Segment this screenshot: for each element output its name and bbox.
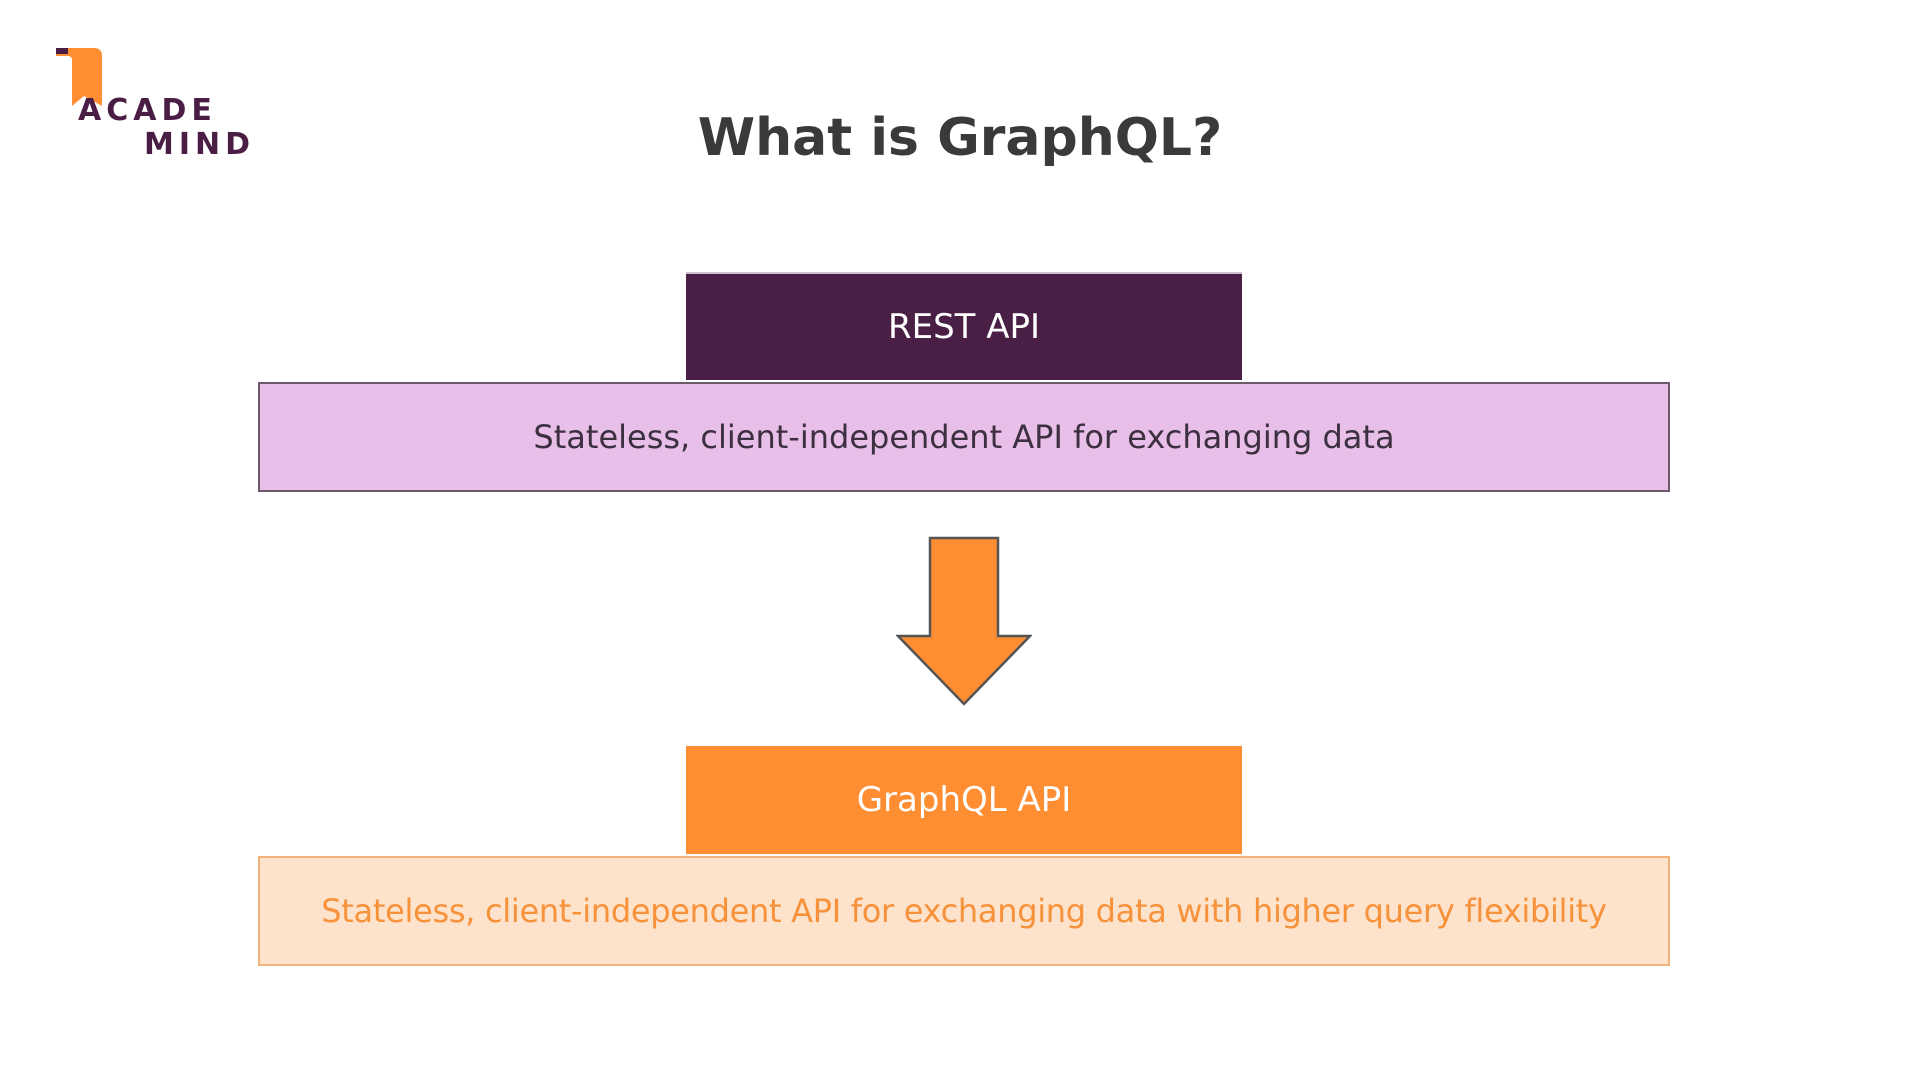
- logo-text-acade: ACADE: [78, 93, 217, 128]
- logo-text-mind: MIND: [144, 127, 256, 162]
- graphql-api-description: Stateless, client-independent API for ex…: [258, 856, 1670, 966]
- rest-api-header: REST API: [686, 272, 1242, 380]
- academind-flag-icon: [56, 48, 102, 106]
- academind-logo: ACADE MIND: [54, 46, 254, 166]
- rest-api-description: Stateless, client-independent API for ex…: [258, 382, 1670, 492]
- slide-title: What is GraphQL?: [697, 108, 1223, 168]
- graphql-api-header: GraphQL API: [686, 746, 1242, 854]
- down-arrow-icon: [896, 536, 1032, 706]
